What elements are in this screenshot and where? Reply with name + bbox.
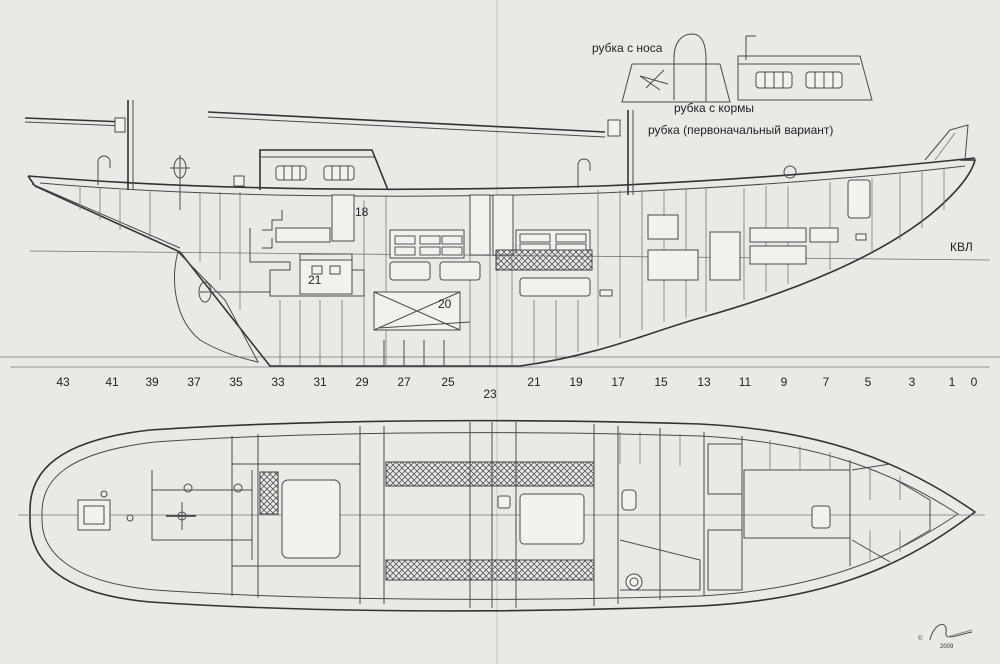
plan-hull-outline: [29, 419, 977, 612]
frame-number: 11: [739, 375, 752, 389]
deckhouse-windows: [275, 165, 355, 181]
side-profile: [0, 100, 1000, 368]
copyright-symbol: ©: [918, 635, 923, 642]
frame-number: 5: [865, 375, 872, 389]
frame-number: 0: [971, 375, 978, 389]
plan-furniture: [281, 443, 931, 591]
bow-pulpit: [924, 124, 969, 161]
frame-number: 31: [313, 375, 327, 389]
engine-schematic: [249, 228, 365, 297]
hatched-sole-port: [385, 461, 595, 487]
deckhouse: [259, 149, 389, 191]
sheer-line: [27, 157, 976, 190]
propeller-icon: [198, 281, 270, 303]
frame-number: 23: [483, 387, 497, 401]
frame-number: 41: [105, 375, 119, 389]
vent-aft: [97, 155, 111, 185]
plan-view: [18, 419, 985, 612]
mizzen-boom: [24, 117, 126, 123]
hatched-sole-starboard: [385, 559, 595, 581]
frame-number: 39: [145, 375, 159, 389]
vent-mid: [577, 158, 591, 188]
copyright-year: 2009: [940, 644, 954, 650]
frame-number: 33: [271, 375, 285, 389]
frame-number: 25: [441, 375, 455, 389]
frame-number: 21: [527, 375, 541, 389]
frame-number: 9: [781, 375, 788, 389]
frame-number: 43: [56, 375, 70, 389]
companion-stairs: [262, 210, 283, 249]
frame-number: 29: [355, 375, 369, 389]
frame-number: 35: [229, 375, 243, 389]
hatched-sole: [495, 249, 593, 271]
interior-cabinets: [275, 179, 871, 331]
frame-number: 19: [569, 375, 583, 389]
frame-number: 27: [397, 375, 411, 389]
frame-number: 1: [949, 375, 956, 389]
frame-number: 7: [823, 375, 830, 389]
frame-number: 37: [187, 375, 201, 389]
ref-label-18: 18: [355, 205, 369, 219]
ref-label-21: 21: [308, 273, 322, 287]
frame-number: 15: [654, 375, 668, 389]
cabin-stern-label: рубка с кормы: [674, 101, 754, 115]
cabin-bow-label: рубка с носа: [592, 41, 663, 55]
steering-wheel-icon: [166, 502, 196, 530]
steering-wheel-icon: [170, 155, 190, 210]
frame-number: 13: [697, 375, 711, 389]
winch-icon: [783, 165, 797, 179]
cabin-original-label: рубка (первоначальный вариант): [648, 123, 833, 137]
cabin-bow-view: [621, 63, 731, 103]
main-boom: [207, 111, 606, 133]
aft-hatch: [77, 499, 111, 531]
artist-signature-icon: [929, 624, 973, 641]
frame-number: 3: [909, 375, 916, 389]
frame-number: 17: [611, 375, 625, 389]
ref-label-20: 20: [438, 297, 452, 311]
rudder: [173, 251, 259, 363]
cabin-detail-views: [621, 33, 873, 103]
frame-numbers: 43 41 39 37 35 33 31 29 27 25 23 21 19 1…: [56, 375, 977, 401]
hull-outline: [27, 159, 977, 367]
hatch-small: [233, 175, 245, 187]
waterline-label: КВЛ: [950, 240, 973, 254]
cabin-stern-view: [737, 55, 873, 101]
